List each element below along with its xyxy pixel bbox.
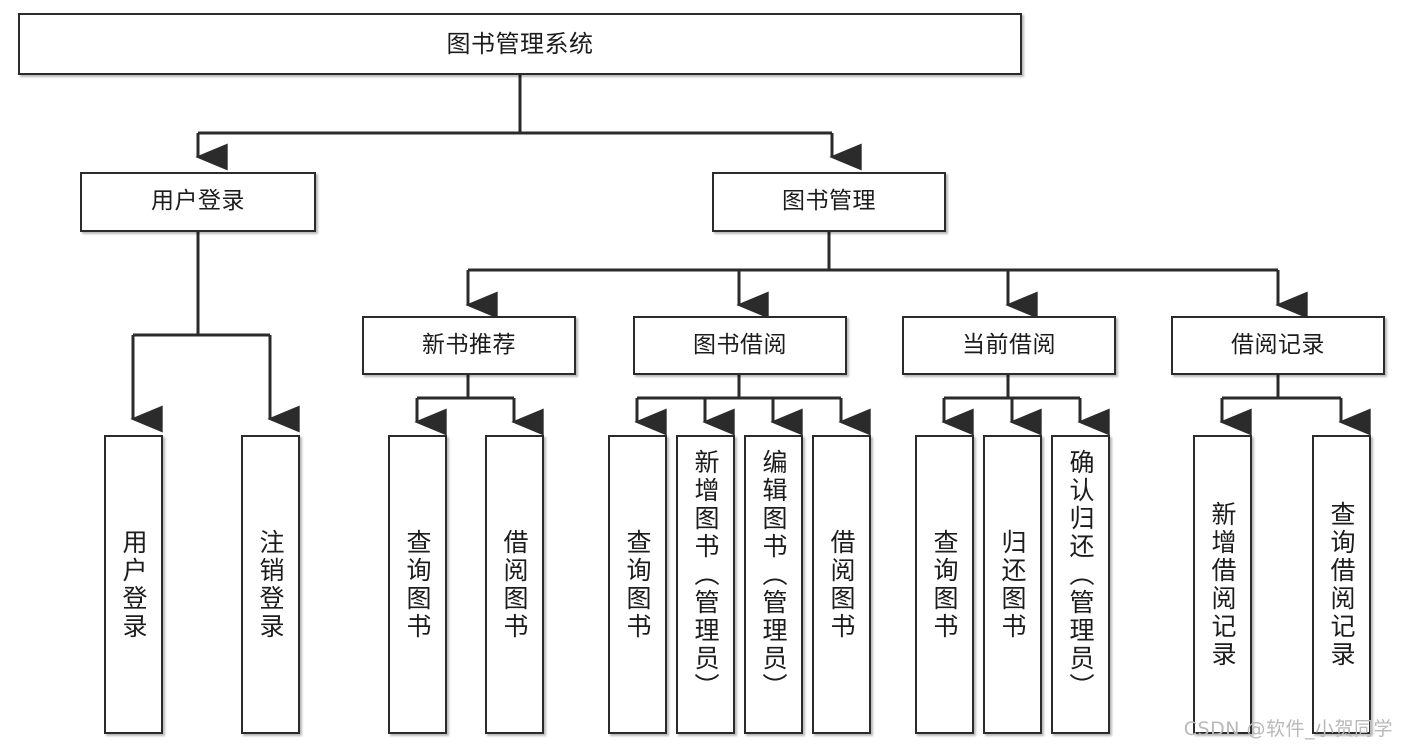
node-label: 当前借阅: [962, 331, 1056, 358]
node-label: 借阅图书: [500, 528, 529, 641]
node-label: 归还图书: [998, 528, 1027, 641]
node-book-management-system[interactable]: 图书管理系统: [18, 13, 1022, 75]
node-new-book-recommend[interactable]: 新书推荐: [362, 316, 576, 375]
node-label: 用户登录: [119, 528, 148, 641]
node-label: 新书推荐: [422, 331, 516, 358]
node-current-borrow[interactable]: 当前借阅: [902, 316, 1116, 375]
node-book-management[interactable]: 图书管理: [712, 172, 946, 232]
leaf-borrow-books-recommend[interactable]: 借阅图书: [485, 435, 544, 734]
node-label: 编辑图书（管理员）: [759, 449, 788, 701]
node-label: 借阅图书: [827, 528, 856, 641]
node-book-borrow[interactable]: 图书借阅: [633, 316, 847, 375]
node-borrow-records[interactable]: 借阅记录: [1171, 316, 1385, 375]
node-label: 查询图书: [403, 528, 432, 641]
leaf-user-login[interactable]: 用户登录: [104, 435, 163, 734]
csdn-watermark: CSDN @软件_小贺同学: [1183, 718, 1393, 740]
leaf-query-books-current[interactable]: 查询图书: [915, 435, 974, 734]
node-label: 查询借阅记录: [1327, 500, 1356, 669]
leaf-return-books[interactable]: 归还图书: [983, 435, 1042, 734]
node-label: 新增借阅记录: [1208, 500, 1237, 669]
leaf-confirm-return-admin[interactable]: 确认归还（管理员）: [1051, 435, 1110, 734]
node-label: 用户登录: [151, 188, 245, 215]
node-user-login[interactable]: 用户登录: [80, 172, 316, 232]
node-label: 图书管理: [782, 188, 876, 215]
leaf-logout[interactable]: 注销登录: [241, 435, 300, 734]
leaf-edit-book-admin[interactable]: 编辑图书（管理员）: [744, 435, 803, 734]
leaf-query-books-recommend[interactable]: 查询图书: [388, 435, 447, 734]
leaf-add-borrow-record[interactable]: 新增借阅记录: [1193, 435, 1252, 734]
leaf-add-book-admin[interactable]: 新增图书（管理员）: [676, 435, 735, 734]
leaf-query-borrow-record[interactable]: 查询借阅记录: [1312, 435, 1371, 734]
node-label: 查询图书: [930, 528, 959, 641]
node-label: 新增图书（管理员）: [691, 449, 720, 701]
node-label: 图书借阅: [693, 331, 787, 358]
node-label: 确认归还（管理员）: [1066, 449, 1095, 701]
node-label: 借阅记录: [1231, 331, 1325, 358]
leaf-borrow-books[interactable]: 借阅图书: [812, 435, 871, 734]
node-label: 查询图书: [623, 528, 652, 641]
leaf-query-books-borrow[interactable]: 查询图书: [608, 435, 667, 734]
node-label: 图书管理系统: [446, 29, 594, 58]
node-label: 注销登录: [256, 528, 285, 641]
